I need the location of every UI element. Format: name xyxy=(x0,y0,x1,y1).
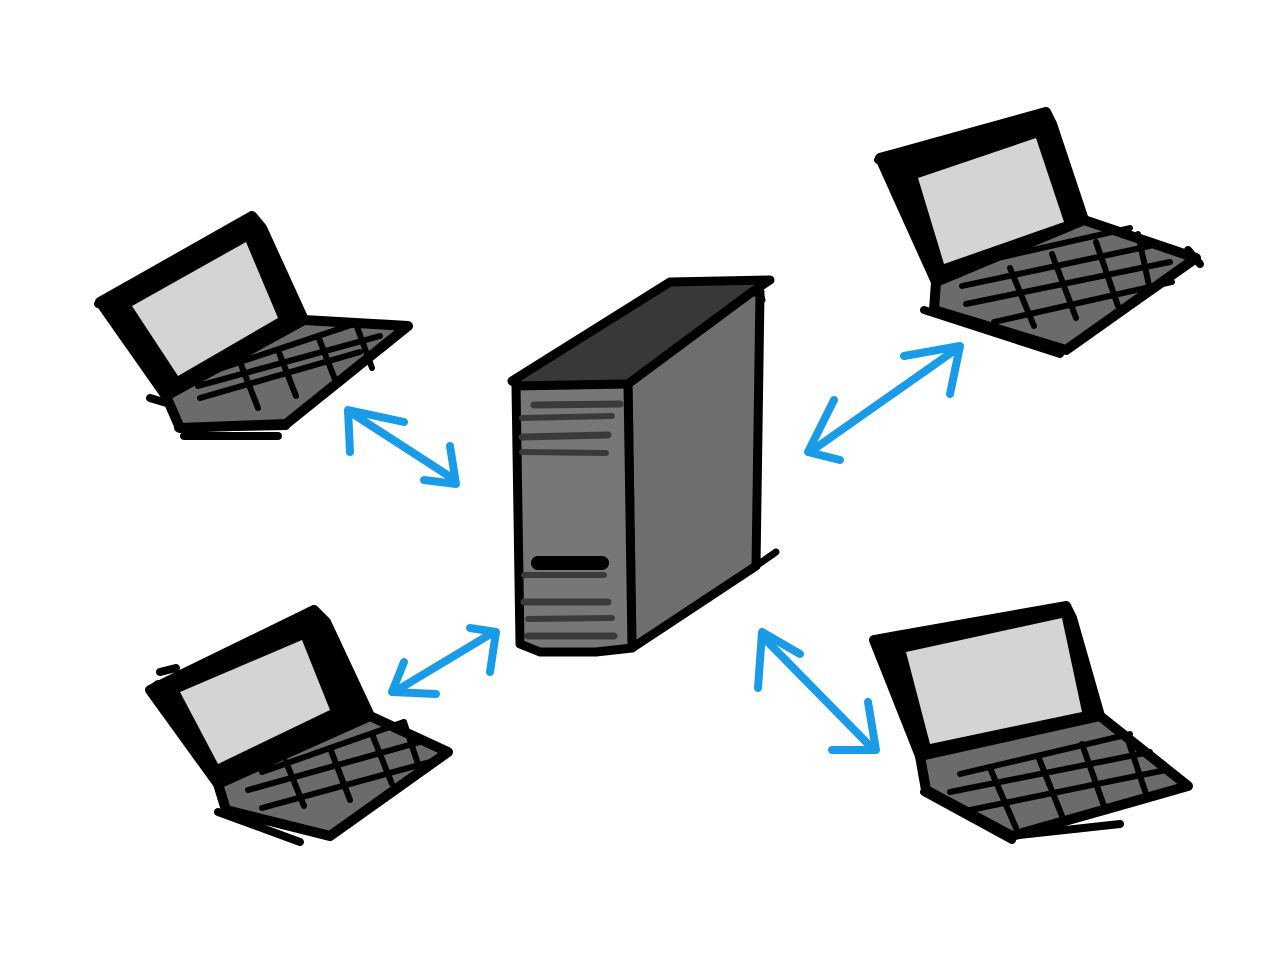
server-slot xyxy=(519,413,615,421)
laptop-keyboard xyxy=(947,731,1169,831)
laptop-keyboard xyxy=(959,225,1175,329)
laptop-keyboard xyxy=(195,319,383,411)
laptop-icon xyxy=(94,211,413,440)
laptop-screen xyxy=(918,138,1064,264)
laptop-screen xyxy=(906,618,1082,744)
server-slot xyxy=(525,615,615,622)
laptop-screen xyxy=(180,640,330,764)
laptop-icon xyxy=(869,601,1193,844)
bidirectional-arrow-bottom-left xyxy=(388,624,500,698)
bidirectional-arrow-top-left xyxy=(344,406,460,488)
bidirectional-arrow-top-right xyxy=(804,342,964,464)
laptop-icon xyxy=(145,605,453,846)
server-front-face xyxy=(511,379,637,657)
server-tower-icon xyxy=(507,275,780,657)
server-drive-slots xyxy=(518,400,624,640)
laptop-screen xyxy=(132,242,278,376)
laptop-icon xyxy=(874,107,1204,358)
server-slot xyxy=(530,400,624,409)
connection-arrows xyxy=(344,342,964,754)
server-slot xyxy=(519,449,609,456)
server-slot xyxy=(518,431,612,441)
bidirectional-arrow-bottom-right xyxy=(754,628,880,754)
laptop-keyboard xyxy=(245,719,433,811)
